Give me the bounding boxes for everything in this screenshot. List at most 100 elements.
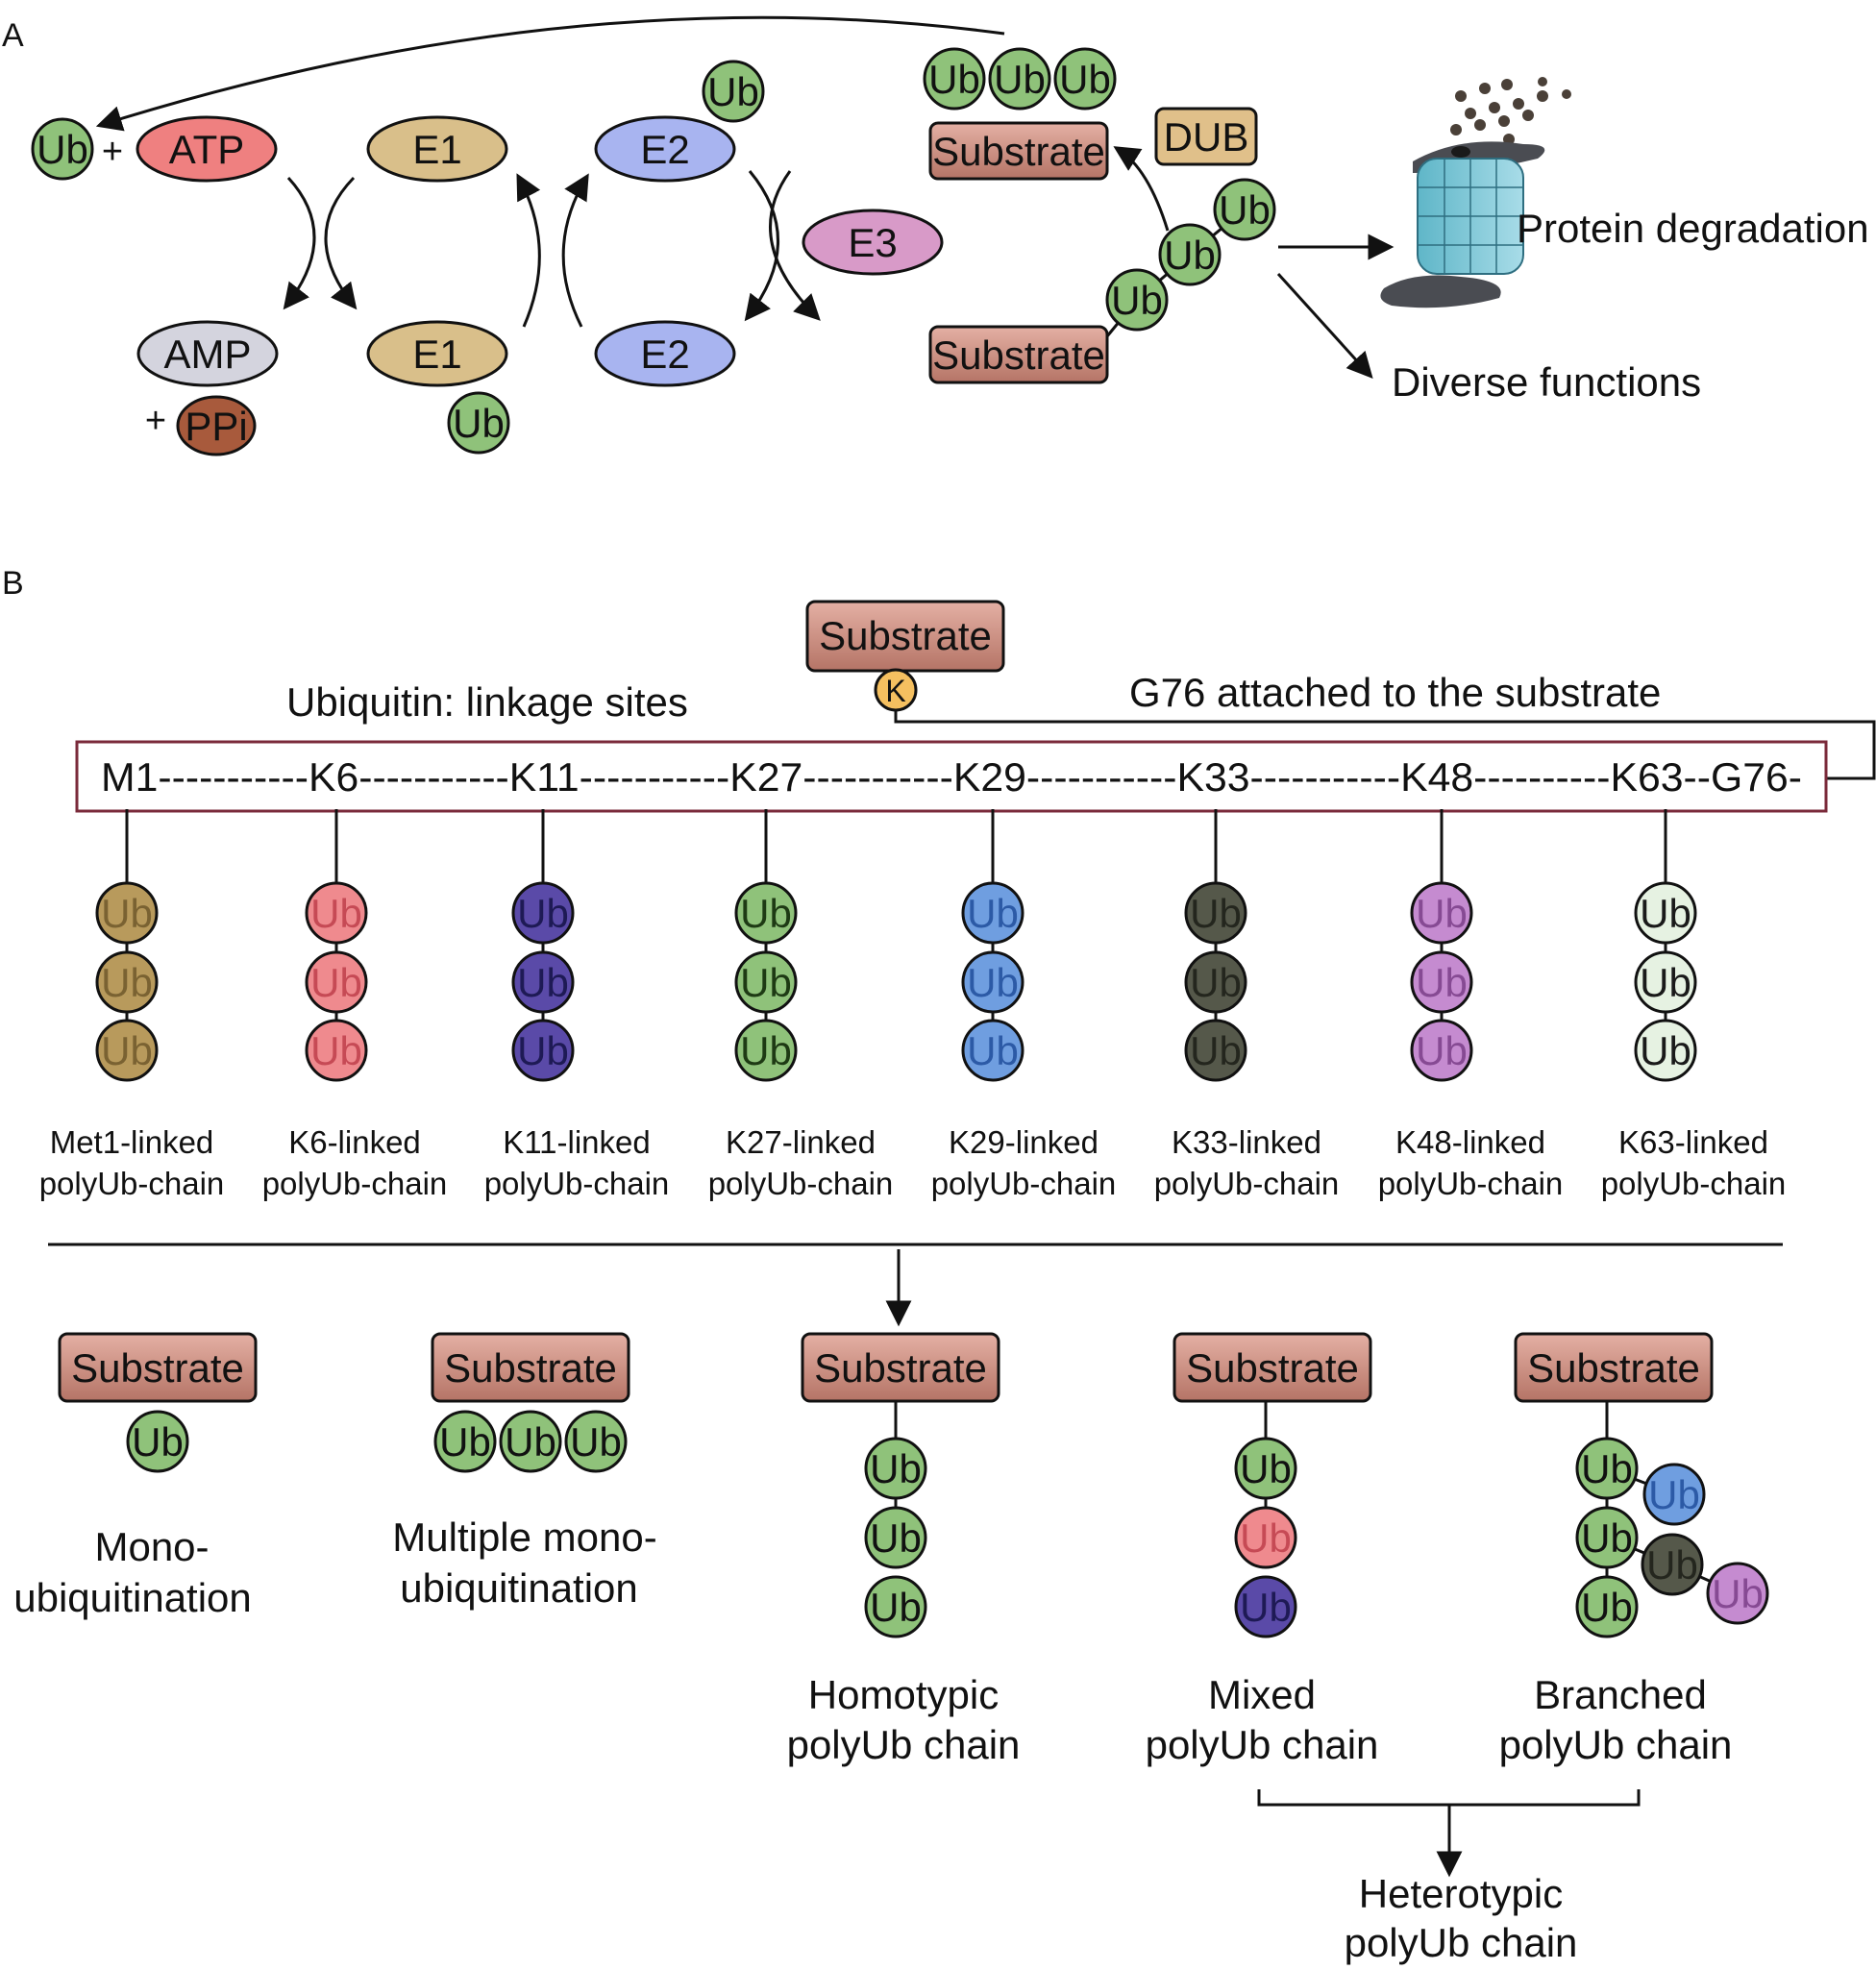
svg-text:Ub: Ub [570, 1419, 622, 1465]
e2-node: E2 [594, 320, 736, 387]
chain-label-line1: K6-linked [288, 1124, 421, 1160]
chain-label-line2: polyUb-chain [39, 1166, 225, 1201]
substrate-top: Substrate [928, 121, 1109, 181]
ub-circle [961, 1019, 1024, 1082]
proteasome-icon [1380, 77, 1571, 308]
ub-circle [95, 1019, 159, 1082]
chain-label-line2: polyUb-chain [1154, 1166, 1340, 1201]
chain-label-line2: polyUb-chain [708, 1166, 894, 1201]
transfer-arrow-2 [561, 173, 589, 328]
plus-sign: + [102, 132, 123, 172]
dub-node: DUB [1154, 107, 1258, 166]
svg-text:Ub: Ub [870, 1515, 922, 1561]
functions-arrow [1276, 272, 1373, 380]
ub-label: Ub [101, 1028, 153, 1073]
ub-circle [961, 950, 1024, 1014]
ub-circle [511, 1019, 575, 1082]
homotypic-label-2: polyUb chain [787, 1722, 1021, 1767]
panel-a-label: A [2, 17, 24, 54]
svg-text:E1: E1 [412, 127, 461, 172]
substrate-top-b: Substrate [805, 600, 1005, 673]
svg-text:Ub: Ub [928, 57, 980, 102]
atp-node: ATP [136, 115, 278, 183]
e3-node: E3 [802, 209, 944, 276]
heterotypic-bracket [1257, 1789, 1641, 1807]
linkage-chains: UbUbUbMet1-linkedpolyUb-chainUbUbUbK6-li… [39, 809, 1786, 1201]
plus-sign-2: + [145, 401, 166, 441]
svg-text:Ub: Ub [707, 69, 759, 114]
e1-ub-node: E1 [366, 320, 508, 387]
heterotypic-label-2: polyUb chain [1345, 1920, 1578, 1965]
ligation-arrow-1 [744, 170, 779, 322]
ub-label: Ub [1640, 891, 1691, 936]
chain-label-line1: K27-linked [726, 1124, 876, 1160]
free-ub: Ub [31, 117, 94, 181]
ub-label: Ub [967, 1028, 1019, 1073]
ub-circle [95, 950, 159, 1014]
ub-label: Ub [740, 1028, 792, 1073]
mixed-label-2: polyUb chain [1146, 1722, 1379, 1767]
ub-circle [1410, 1019, 1473, 1082]
activation-arrow-2 [324, 176, 358, 310]
branched-example: Substrate Ub Ub Ub Ub Ub Ub [1514, 1332, 1769, 1638]
linkage-sequence: M1-----------K6-----------K11-----------… [101, 754, 1802, 800]
svg-text:Ub: Ub [870, 1585, 922, 1630]
svg-text:Ub: Ub [37, 127, 88, 172]
svg-text:Ub: Ub [1240, 1446, 1292, 1491]
amp-node: AMP [136, 320, 279, 387]
ub-label: Ub [1416, 1028, 1468, 1073]
chain-label-line1: K48-linked [1395, 1124, 1545, 1160]
ub-label: Ub [517, 1028, 569, 1073]
branched-label-2: polyUb chain [1499, 1722, 1733, 1767]
svg-text:ATP: ATP [169, 127, 245, 172]
ub-label: Ub [101, 891, 153, 936]
multi-mono-ub-example: Substrate Ub Ub Ub [431, 1332, 630, 1473]
ub-label: Ub [1190, 1028, 1242, 1073]
protein-degradation-label: Protein degradation [1517, 206, 1869, 251]
ub-circle [305, 1019, 368, 1082]
e2-attached-ub: Ub [702, 60, 765, 123]
svg-text:Ub: Ub [439, 1419, 491, 1465]
ub-circle [305, 950, 368, 1014]
svg-text:Substrate: Substrate [71, 1345, 244, 1391]
svg-text:Substrate: Substrate [1186, 1345, 1359, 1391]
svg-text:Ub: Ub [1581, 1446, 1633, 1491]
branched-label-1: Branched [1534, 1672, 1707, 1717]
linkage-sites-title: Ubiquitin: linkage sites [286, 679, 688, 725]
ub-label: Ub [740, 891, 792, 936]
ub-circle [1184, 881, 1247, 945]
lysine-site: K [874, 668, 918, 712]
recycle-arrow [95, 15, 1005, 132]
diverse-functions-label: Diverse functions [1392, 359, 1701, 405]
ub-circle [734, 881, 798, 945]
ub-circle [305, 881, 368, 945]
ub-label: Ub [310, 1028, 362, 1073]
mixed-example: Substrate Ub Ub Ub [1172, 1332, 1372, 1638]
dub-arrow [1113, 146, 1170, 232]
svg-text:Ub: Ub [453, 401, 505, 446]
svg-text:Ub: Ub [1712, 1571, 1764, 1616]
mono-ub-example: Substrate Ub [58, 1332, 258, 1473]
ub-label: Ub [101, 960, 153, 1005]
polyub-chain-a: Ub Ub Ub [1105, 178, 1276, 337]
multi-label-2: ubiquitination [400, 1565, 638, 1611]
substrate-bottom: Substrate [928, 325, 1109, 384]
svg-text:Ub: Ub [1111, 278, 1163, 323]
chain-label-line1: K11-linked [503, 1124, 650, 1160]
svg-text:AMP: AMP [163, 332, 251, 377]
ub-label: Ub [1416, 891, 1468, 936]
svg-text:Ub: Ub [1240, 1585, 1292, 1630]
ub-circle [1634, 1019, 1697, 1082]
svg-text:Ub: Ub [1646, 1542, 1698, 1588]
ub-circle [734, 1019, 798, 1082]
multi-ub-top: Ub Ub Ub [923, 47, 1117, 111]
svg-text:Ub: Ub [1059, 57, 1111, 102]
svg-text:Substrate: Substrate [1527, 1345, 1700, 1391]
homotypic-example: Substrate Ub Ub Ub [801, 1332, 1000, 1638]
e2-ub-node: E2 [594, 115, 736, 183]
